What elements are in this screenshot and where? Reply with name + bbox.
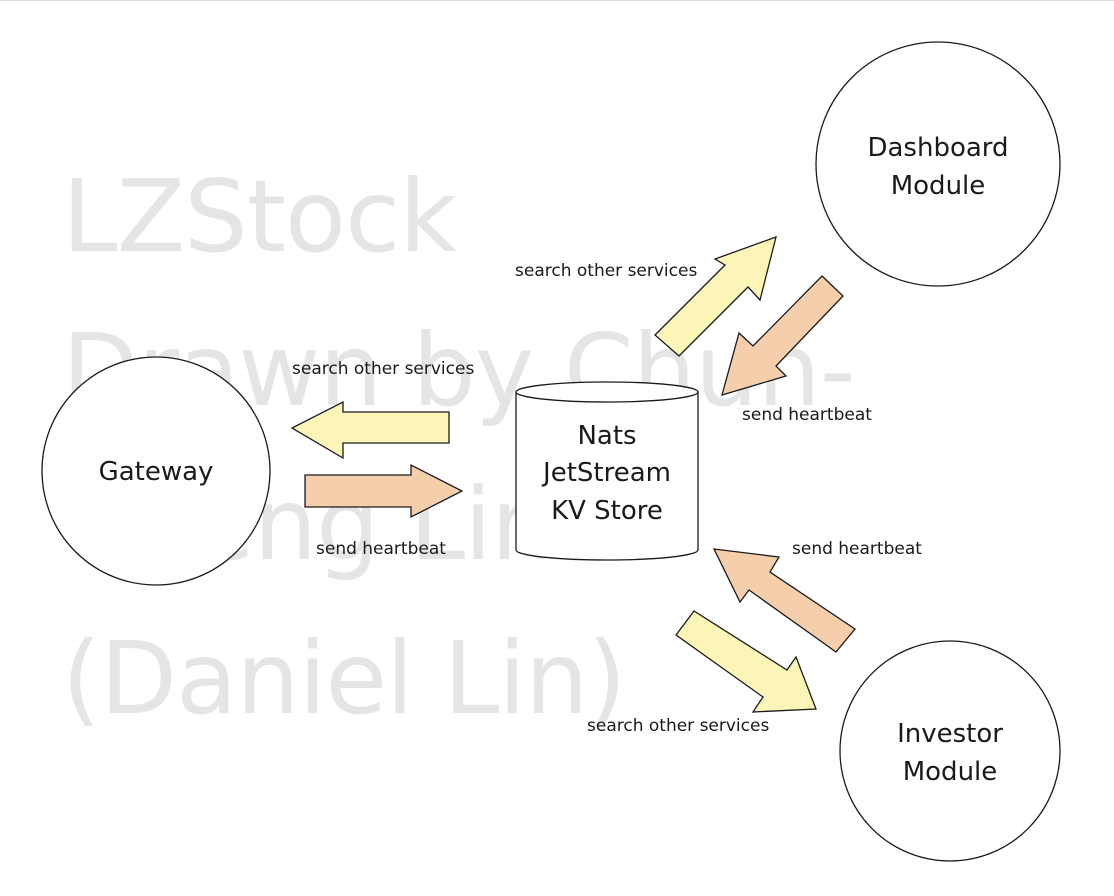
arrow-down-right-icon	[675, 610, 817, 713]
dashboard-module-label-line2: Module	[891, 171, 986, 201]
gateway-label: Gateway	[99, 457, 214, 487]
kv-store-node[interactable]: Nats JetStream KV Store	[515, 381, 699, 561]
edge-label-search-gateway: search other services	[292, 359, 474, 379]
dashboard-module-node[interactable]: Dashboard Module	[815, 41, 1061, 287]
arrow-up-left-icon	[712, 548, 856, 653]
investor-module-circle	[839, 640, 1061, 862]
investor-module-node[interactable]: Investor Module	[839, 640, 1061, 862]
arrow-left-icon	[290, 400, 450, 460]
edge-label-heartbeat-dashboard: send heartbeat	[742, 405, 872, 425]
dashboard-module-label-line1: Dashboard	[867, 133, 1008, 163]
edge-store-to-gateway: search other services	[290, 359, 474, 460]
edge-dashboard-to-store: send heartbeat	[721, 275, 872, 425]
edge-label-heartbeat-investor: send heartbeat	[792, 539, 922, 559]
arrow-down-left-icon	[721, 275, 844, 396]
kv-store-cylinder-body	[515, 392, 699, 561]
kv-store-cylinder-top	[515, 381, 699, 403]
investor-module-label-line1: Investor	[897, 719, 1003, 749]
kv-store-label-line3: KV Store	[551, 496, 663, 526]
edge-label-search-dashboard: search other services	[515, 261, 697, 281]
kv-store-label-line2: JetStream	[541, 458, 671, 488]
edge-label-search-investor: search other services	[587, 716, 769, 736]
edge-investor-to-store: send heartbeat	[712, 539, 922, 653]
arrow-right-icon	[304, 463, 464, 519]
edge-label-heartbeat-gateway: send heartbeat	[316, 539, 446, 559]
dashboard-module-circle	[815, 41, 1061, 287]
edge-store-to-investor: search other services	[587, 610, 817, 736]
arrow-up-right-icon	[654, 235, 777, 357]
top-border	[0, 0, 1114, 1]
edge-gateway-to-store: send heartbeat	[304, 463, 464, 559]
gateway-node[interactable]: Gateway	[41, 356, 271, 586]
edge-store-to-dashboard: search other services	[515, 235, 777, 357]
gateway-circle	[41, 356, 271, 586]
investor-module-label-line2: Module	[903, 757, 998, 787]
kv-store-label-line1: Nats	[577, 421, 636, 451]
